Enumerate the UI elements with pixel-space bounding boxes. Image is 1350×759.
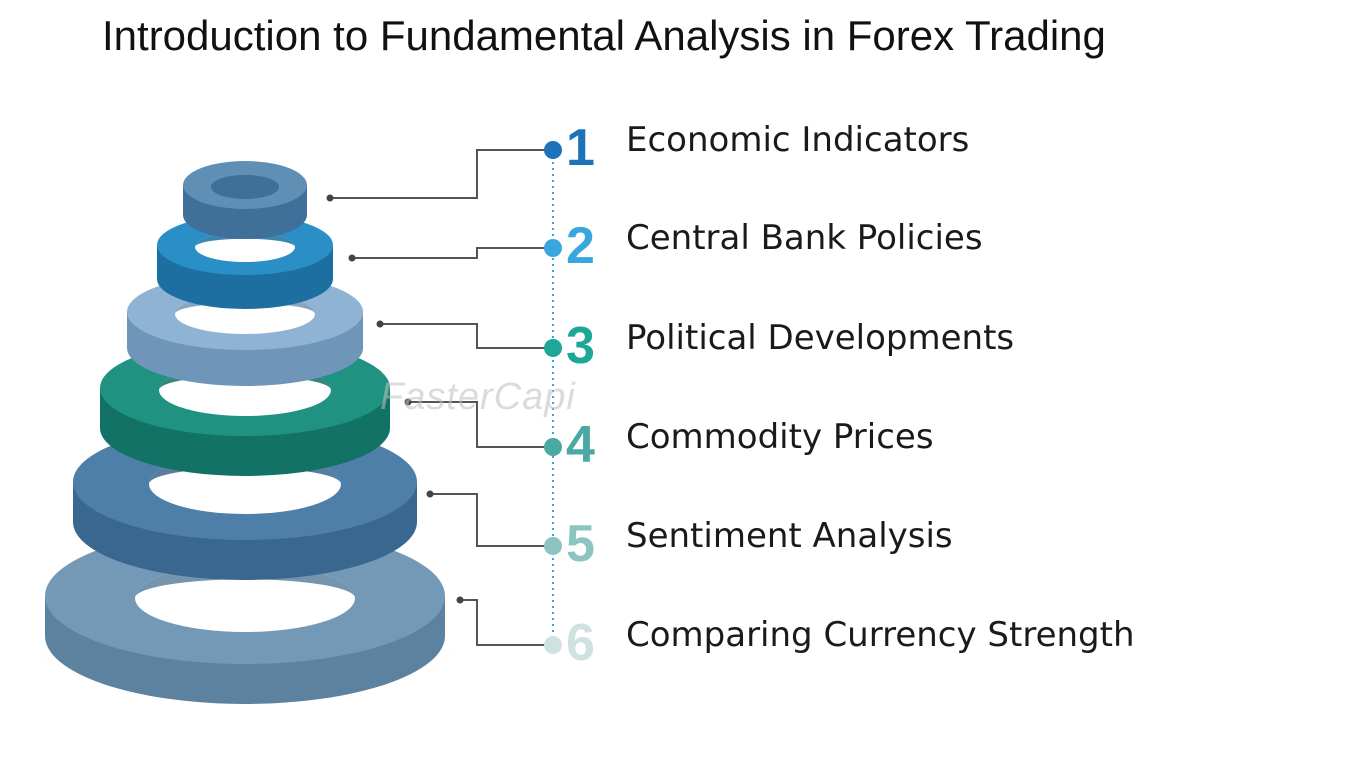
item-number-6: 6 bbox=[566, 614, 595, 672]
page-title: Introduction to Fundamental Analysis in … bbox=[102, 12, 1106, 59]
connector-start-dot-2 bbox=[348, 254, 356, 262]
timeline-dot-2 bbox=[544, 239, 562, 257]
timeline-dot-6 bbox=[544, 636, 562, 654]
item-label-2: Central Bank Policies bbox=[626, 218, 983, 258]
item-label-3: Political Developments bbox=[626, 318, 1015, 358]
timeline-dot-4 bbox=[544, 438, 562, 456]
item-number-4: 4 bbox=[566, 416, 595, 474]
connector-start-dot-1 bbox=[326, 194, 334, 202]
item-number-3: 3 bbox=[566, 317, 595, 375]
item-label-1: Economic Indicators bbox=[626, 120, 970, 160]
connector-line-3 bbox=[380, 323, 553, 349]
item-number-5: 5 bbox=[566, 515, 595, 573]
ring-1 bbox=[183, 161, 307, 239]
item-number-2: 2 bbox=[566, 217, 595, 275]
timeline-dot-3 bbox=[544, 339, 562, 357]
item-label-6: Comparing Currency Strength bbox=[626, 615, 1135, 655]
timeline-dot-5 bbox=[544, 537, 562, 555]
connector-line-4 bbox=[408, 401, 553, 448]
connector-line-6 bbox=[460, 599, 553, 646]
ring-1-hole-inner bbox=[211, 175, 279, 187]
connector-start-dot-4 bbox=[404, 398, 412, 406]
connector-start-dot-5 bbox=[426, 490, 434, 498]
item-label-4: Commodity Prices bbox=[626, 417, 934, 457]
connector-line-5 bbox=[430, 493, 553, 547]
item-number-1: 1 bbox=[566, 119, 595, 177]
connector-line-1 bbox=[330, 149, 553, 199]
connector-start-dot-3 bbox=[376, 320, 384, 328]
item-label-5: Sentiment Analysis bbox=[626, 516, 953, 556]
watermark-logo: FasterCapi bbox=[380, 376, 576, 418]
timeline-dot-1 bbox=[544, 141, 562, 159]
connector-line-2 bbox=[352, 247, 553, 259]
connector-start-dot-6 bbox=[456, 596, 464, 604]
